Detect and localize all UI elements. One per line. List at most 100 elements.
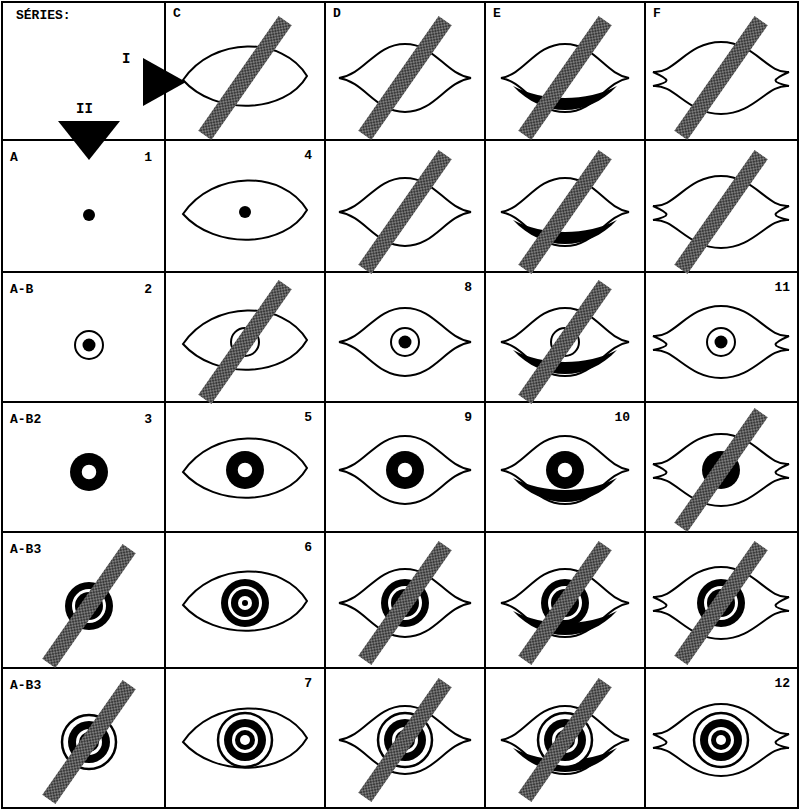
- crossed-bar: [518, 678, 611, 802]
- callout-number: 4: [304, 148, 312, 163]
- eye-outline: [339, 436, 471, 504]
- eye-figure: [183, 438, 307, 497]
- row-label: A-B3: [10, 542, 41, 557]
- eye-figure: [83, 209, 95, 221]
- crossed-bar: [518, 150, 611, 274]
- crossed-bar: [518, 280, 611, 404]
- crossed-bar: [358, 150, 451, 274]
- crossed-bar: [42, 680, 135, 804]
- crossed-bar: [674, 408, 767, 532]
- eye-outline: [183, 180, 307, 239]
- callout-number: 5: [304, 410, 312, 425]
- crossed-bar: [674, 16, 767, 140]
- crossed-bar: [358, 541, 451, 665]
- eye-figure: [339, 678, 471, 802]
- eye-outline: [183, 708, 307, 767]
- pupil: [239, 206, 251, 218]
- crossed-bar: [674, 150, 767, 274]
- eye-figure: [653, 306, 789, 378]
- eye-figure: [183, 708, 307, 767]
- eye-outline: [183, 438, 307, 497]
- eye-figure: [653, 704, 789, 776]
- eye-figure: [339, 150, 471, 274]
- crossed-bar: [518, 16, 611, 140]
- crossed-bar: [358, 16, 451, 140]
- callout-number: 2: [144, 282, 152, 297]
- iris: [546, 451, 584, 489]
- eye-figure: [75, 331, 103, 359]
- eye-figure: [183, 16, 307, 140]
- callout-number: 9: [464, 410, 472, 425]
- eye-outline: [653, 306, 789, 378]
- callout-number: 10: [614, 410, 630, 425]
- crossed-bar: [518, 541, 611, 665]
- pupil: [83, 209, 95, 221]
- crossed-bar: [198, 16, 291, 140]
- column-label: D: [333, 6, 341, 21]
- header-label: SÉRIES:: [16, 8, 71, 23]
- row-label: A-B3: [10, 678, 41, 693]
- eye-figure: [653, 408, 789, 532]
- eye-figure: [501, 150, 629, 274]
- iris: [391, 328, 419, 356]
- callout-number: 12: [774, 676, 790, 691]
- callout-number: 11: [774, 280, 790, 295]
- eye-figure: [339, 16, 471, 140]
- crossed-bar: [674, 541, 767, 665]
- eye-figure: [653, 150, 789, 274]
- iris: [694, 713, 748, 767]
- eye-figure: [183, 280, 307, 404]
- eye-figure: [339, 541, 471, 665]
- iris: [386, 451, 424, 489]
- iris: [226, 451, 264, 489]
- eye-figure: [70, 453, 108, 491]
- eye-figure: [183, 571, 307, 630]
- column-label: C: [173, 6, 181, 21]
- eye-figure: [653, 16, 789, 140]
- series-arrow: [58, 121, 120, 160]
- iris: [707, 328, 735, 356]
- column-label: F: [653, 6, 661, 21]
- eye-outline: [183, 571, 307, 630]
- column-label: E: [493, 6, 501, 21]
- row-label: A: [10, 150, 18, 165]
- eye-figure: [501, 541, 629, 665]
- eye-figure: [339, 308, 471, 376]
- row-label: A-B2: [10, 412, 41, 427]
- crossed-bar: [198, 280, 291, 404]
- eye-figure: [183, 180, 307, 239]
- eye-figure: [501, 280, 629, 404]
- crossed-bar: [42, 544, 135, 668]
- eye-figure: [42, 544, 135, 668]
- eye-outline: [501, 436, 629, 504]
- iris: [70, 453, 108, 491]
- series-label: I: [122, 52, 130, 67]
- row-label: A-B: [10, 282, 33, 297]
- callout-number: 1: [144, 150, 152, 165]
- row-lines: [2, 140, 798, 668]
- eye-figure: [501, 436, 629, 504]
- iris: [218, 713, 272, 767]
- callout-number: 3: [144, 412, 152, 427]
- series-arrow: [143, 58, 186, 106]
- eye-figure: [339, 436, 471, 504]
- eye-figure: [501, 678, 629, 802]
- callout-number: 8: [464, 280, 472, 295]
- crossed-bar: [358, 678, 451, 802]
- iris: [221, 579, 269, 627]
- eye-outline: [339, 308, 471, 376]
- series-label: II: [76, 102, 93, 117]
- column-lines: [165, 2, 645, 808]
- eye-figure: [501, 16, 629, 140]
- callout-number: 7: [304, 676, 312, 691]
- eye-figure: [653, 541, 789, 665]
- callout-number: 6: [304, 540, 312, 555]
- eye-outline: [653, 704, 789, 776]
- iris: [75, 331, 103, 359]
- eye-figure: [42, 680, 135, 804]
